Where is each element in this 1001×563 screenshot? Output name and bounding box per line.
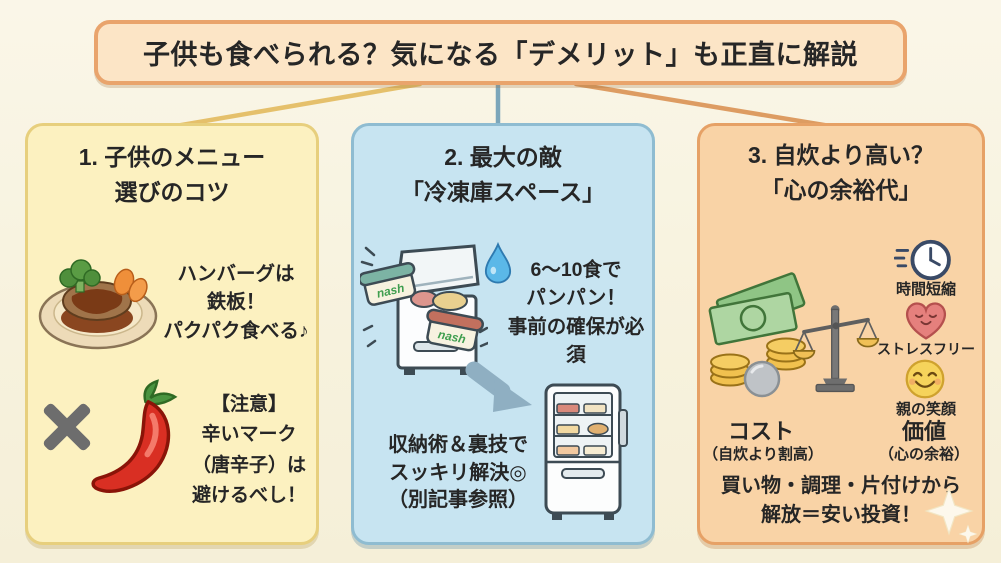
- brand-label: nash: [375, 281, 405, 301]
- coin-stack-icon: [710, 337, 806, 398]
- panel-1-title: 1. 子供のメニュー 選びのコツ: [78, 144, 266, 205]
- benefit-label-time: 時間短縮: [895, 281, 956, 298]
- emphasis-lines: [360, 246, 488, 348]
- panel-3-title: 3. 自炊より高い？ 「心の余裕代」: [747, 142, 935, 203]
- money-bills-icon: [708, 272, 806, 398]
- sparkle-icon: [958, 524, 978, 544]
- water-drop-icon: [484, 242, 512, 284]
- value-note: （心の余裕）: [878, 446, 969, 463]
- brand-label: nash: [437, 327, 467, 346]
- refrigerator-icon: [544, 383, 628, 520]
- chest-freezer-icon: nash nash: [360, 244, 488, 375]
- page-title: 子供も食べられる？気になる「デメリット」も正直に解説: [143, 40, 858, 70]
- title-banner: 子供も食べられる？気になる「デメリット」も正直に解説: [94, 20, 907, 85]
- panel-3-conclusion-text: 買い物・調理・片付けから 解放＝安い投資！: [721, 475, 961, 526]
- banknote: [708, 291, 798, 346]
- nash-container-teal: nash: [360, 261, 417, 306]
- value-label: 価値: [901, 419, 946, 444]
- panel-1-caution-text: 【注意】 辛いマーク （唐辛子）は 避けるべし！: [191, 394, 306, 507]
- panel-2-problem-text: 6〜10食で パンパン！ 事前の確保が必須: [507, 259, 645, 366]
- smiley-face-icon: [905, 359, 945, 399]
- benefit-label-stress: ストレスフリー: [877, 341, 975, 357]
- panel-cost-value: 3. 自炊より高い？ 「心の余裕代」: [697, 123, 985, 545]
- benefit-label-smile: 親の笑顔: [895, 401, 956, 418]
- panel-2-solution-text: 収納術＆裏技で スッキリ解決◎ （別記事参照）: [388, 434, 528, 512]
- arrow-down-right-icon: [465, 361, 532, 412]
- panel-kids-menu: 1. 子供のメニュー 選びのコツ ハンバーグは 鉄板！ パクパク食べる♪ 【注意…: [25, 123, 319, 545]
- panel-freezer-space: 2. 最大の敵 「冷凍庫スペース」 nash nash: [351, 123, 655, 545]
- panel-1-tip-text: ハンバーグは 鉄板！ パクパク食べる♪: [163, 263, 309, 342]
- chili-pepper-icon: [91, 379, 178, 493]
- x-mark-icon: [43, 403, 91, 451]
- cost-note: （自炊より割高）: [703, 446, 823, 463]
- balance-scale-icon: [792, 305, 880, 393]
- nash-container-red: nash: [426, 308, 484, 352]
- cost-label: コスト: [727, 419, 794, 444]
- clock-icon: [894, 239, 951, 281]
- sparkle-icon: [924, 486, 974, 536]
- panel-2-title: 2. 最大の敵 「冷凍庫スペース」: [400, 144, 606, 205]
- heart-icon: [906, 302, 946, 340]
- hamburger-plate-icon: [38, 259, 158, 350]
